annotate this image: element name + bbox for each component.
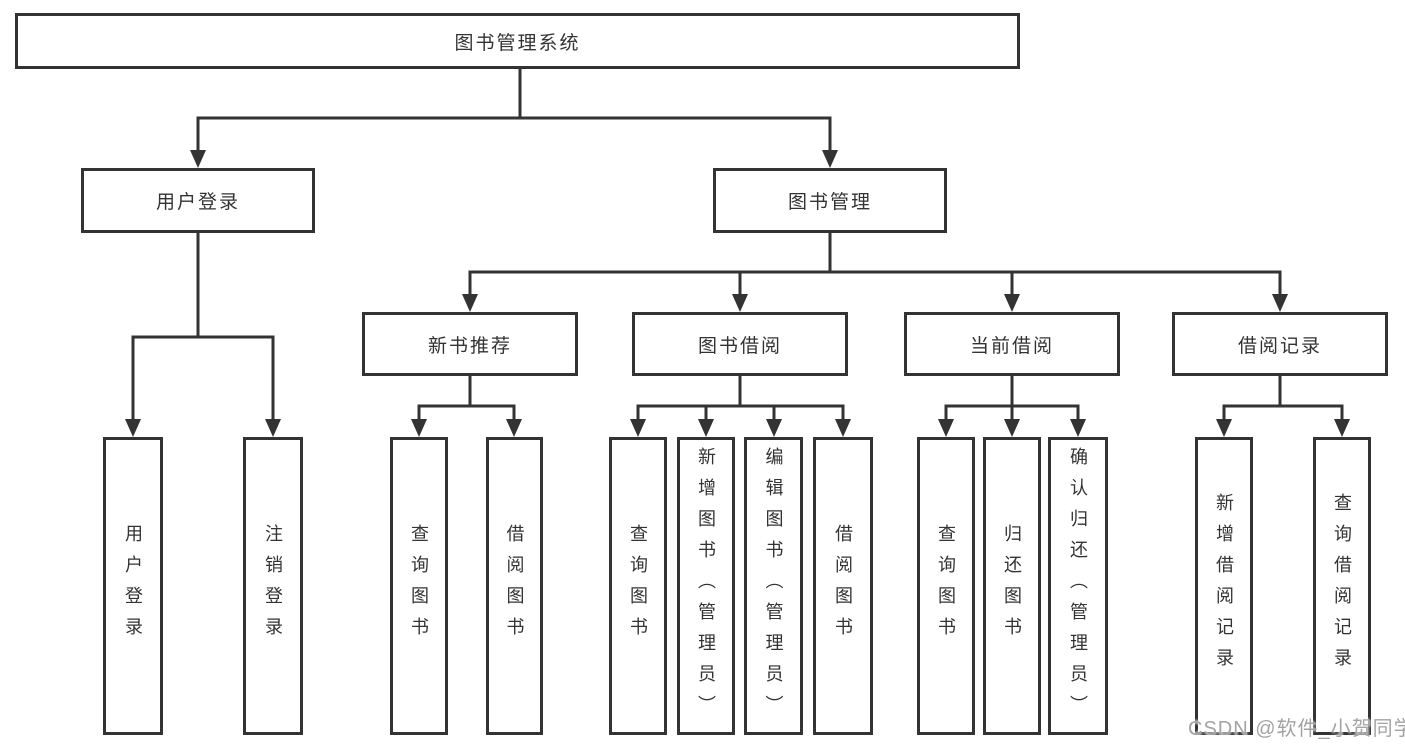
leaf-query-books-1: 查询图书	[390, 437, 448, 735]
node-current-borrowing: 当前借阅	[904, 312, 1120, 376]
leaf-borrow-books-1: 借阅图书	[486, 437, 543, 735]
node-borrowing-records: 借阅记录	[1172, 312, 1388, 376]
leaf-logout: 注销登录	[243, 437, 303, 735]
leaf-query-books-2: 查询图书	[609, 437, 667, 735]
leaf-return-book: 归还图书	[983, 437, 1041, 735]
leaf-add-borrow-record: 新增借阅记录	[1195, 437, 1253, 735]
leaf-edit-book-admin: 编辑图书（管理员）	[744, 437, 803, 735]
leaf-query-borrow-record: 查询借阅记录	[1313, 437, 1371, 735]
leaf-query-books-3: 查询图书	[917, 437, 975, 735]
node-new-book-recommend: 新书推荐	[362, 312, 578, 376]
node-book-management: 图书管理	[713, 168, 947, 233]
csdn-watermark: CSDN @软件_小贺同学	[1188, 718, 1405, 740]
leaf-user-login: 用户登录	[103, 437, 163, 735]
node-book-borrowing: 图书借阅	[632, 312, 848, 376]
leaf-add-book-admin: 新增图书（管理员）	[677, 437, 735, 735]
leaf-borrow-books-2: 借阅图书	[813, 437, 873, 735]
node-root-library-system: 图书管理系统	[15, 13, 1020, 69]
node-user-login: 用户登录	[81, 168, 315, 233]
leaf-confirm-return-admin: 确认归还（管理员）	[1048, 437, 1108, 735]
